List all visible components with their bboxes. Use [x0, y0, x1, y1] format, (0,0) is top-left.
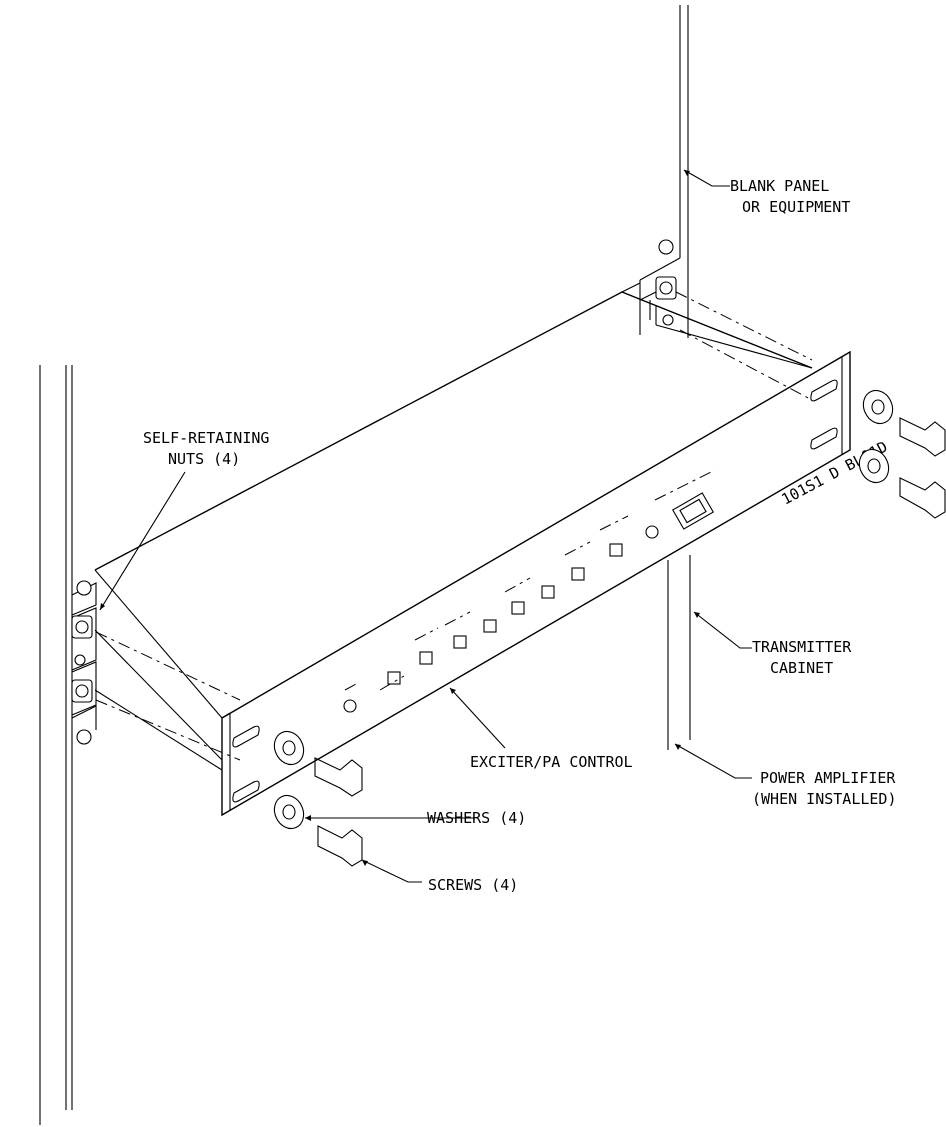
right-lower-rail: [668, 555, 690, 750]
washers-screws-left: [269, 727, 362, 866]
left-rack-rail: [40, 365, 96, 1125]
blank-panel-label-1: BLANK PANEL: [730, 177, 829, 195]
transmitter-label-2: CABINET: [770, 659, 833, 677]
power-amp-label-2: (WHEN INSTALLED): [752, 790, 897, 808]
self-retaining-label-2: NUTS (4): [168, 450, 240, 468]
transmitter-label-1: TRANSMITTER: [752, 638, 852, 656]
blank-panel-label-2: OR EQUIPMENT: [742, 198, 850, 216]
exciter-pa-label: EXCITER/PA CONTROL: [470, 753, 633, 771]
self-retaining-label-1: SELF-RETAINING: [143, 429, 269, 447]
screws-label: SCREWS (4): [428, 876, 518, 894]
washers-label: WASHERS (4): [427, 809, 526, 827]
washers-screws-right: [854, 386, 945, 518]
right-upper-rail: [640, 5, 688, 338]
power-amp-label-1: POWER AMPLIFIER: [760, 769, 896, 787]
callout-labels: BLANK PANEL OR EQUIPMENT SELF-RETAINING …: [143, 177, 897, 894]
